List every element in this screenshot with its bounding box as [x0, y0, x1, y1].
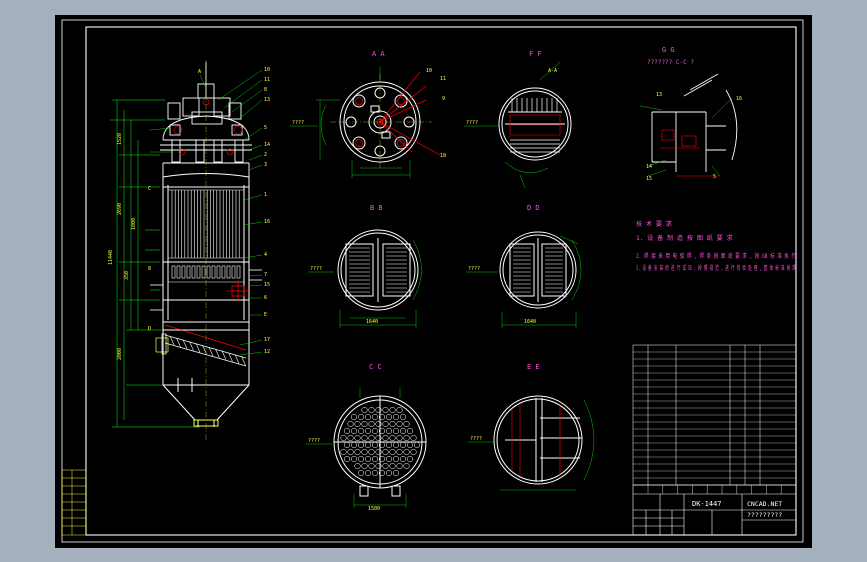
svg-text:1: 1	[264, 192, 267, 198]
svg-text:1640: 1640	[366, 319, 378, 325]
notes-line-3: 3. 设 备 安 装 后 进 行 试 压 , 按 照 规 范 , 进 行 检 验…	[636, 264, 796, 272]
section-e-e-title: E E	[527, 363, 540, 371]
svg-text:A: A	[198, 69, 201, 75]
svg-text:2690: 2690	[117, 203, 123, 215]
svg-text:15: 15	[646, 176, 652, 182]
svg-text:C: C	[148, 186, 151, 192]
drawing-inner-frame	[85, 26, 797, 536]
section-b-b-view: B B ???? 1640	[308, 204, 422, 328]
svg-text:3: 3	[264, 162, 267, 168]
svg-text:????: ????	[292, 120, 304, 126]
svg-text:11: 11	[264, 77, 270, 83]
margin-revision-strip	[61, 469, 87, 536]
svg-text:E: E	[264, 312, 267, 318]
svg-text:16: 16	[264, 219, 270, 225]
section-b-b-title: B B	[370, 204, 383, 212]
vessel-screw-flights	[169, 335, 246, 366]
section-c-c-title: C C	[369, 363, 382, 371]
svg-text:????: ????	[466, 120, 478, 126]
svg-text:13: 13	[264, 97, 270, 103]
svg-text:????: ????	[308, 438, 320, 444]
svg-text:13: 13	[656, 92, 662, 98]
vessel-callout-leaders	[149, 69, 263, 356]
svg-text:8: 8	[264, 87, 267, 93]
section-g-g-subtitle: ??????? C-C ?	[647, 59, 694, 66]
svg-text:15: 15	[264, 282, 270, 288]
section-d-d-view: D D ???? 1640	[466, 204, 582, 328]
svg-text:1800: 1800	[131, 218, 137, 230]
svg-text:1520: 1520	[117, 133, 123, 145]
svg-text:10: 10	[264, 67, 270, 73]
svg-text:6: 6	[264, 295, 267, 301]
vessel-cone-bottom	[162, 60, 250, 440]
svg-text:2000: 2000	[117, 348, 123, 360]
svg-text:16: 16	[736, 96, 742, 102]
section-f-f-view: F F A-A ????	[464, 50, 572, 189]
section-a-a-view: A A	[290, 50, 446, 178]
svg-text:11440: 11440	[108, 250, 114, 265]
svg-text:11: 11	[440, 76, 446, 82]
site-name: CNCAD.NET	[747, 500, 782, 508]
svg-text:18: 18	[440, 153, 446, 159]
vessel-tube-bundle	[168, 189, 244, 259]
section-e-e-view: E E ????	[468, 363, 595, 491]
vessel-dimension-lines	[110, 99, 200, 428]
svg-text:12: 12	[264, 349, 270, 355]
notes-heading: 技 术 要 求	[636, 220, 672, 228]
drawing-number: DK-1447	[692, 500, 722, 508]
svg-text:5: 5	[713, 174, 716, 180]
title-block	[632, 484, 797, 536]
svg-text:D: D	[148, 326, 151, 332]
svg-text:14: 14	[646, 164, 652, 170]
drawing-border	[61, 19, 804, 543]
svg-text:14: 14	[264, 142, 270, 148]
vessel-dimension-texts: 11440 1520 2690 2000 350 1800 8 C D	[108, 133, 151, 360]
svg-text:A-A: A-A	[548, 68, 557, 74]
section-g-g-title: G G	[662, 46, 675, 54]
svg-text:????: ????	[310, 266, 322, 272]
svg-text:10: 10	[426, 68, 432, 74]
svg-text:????: ????	[468, 266, 480, 272]
notes-line-2: 2. 焊 接 采 用 电 弧 焊 , 焊 条 按 图 纸 要 求 , 按 GB …	[636, 252, 796, 260]
drawing-name: ?????????	[747, 511, 782, 519]
svg-text:350: 350	[124, 271, 130, 280]
svg-text:1640: 1640	[524, 319, 536, 325]
section-c-c-view: C C ???? 1500	[306, 363, 427, 512]
section-a-a-title: A A	[372, 50, 385, 58]
svg-text:1500: 1500	[368, 506, 380, 512]
svg-text:4: 4	[264, 252, 267, 258]
parts-list-rows	[633, 351, 796, 479]
technical-notes: 技 术 要 求 1. 设 备 制 造 按 图 纸 要 求 2. 焊 接 采 用 …	[636, 220, 796, 272]
svg-text:2: 2	[264, 152, 267, 158]
section-d-d-title: D D	[527, 204, 540, 212]
section-g-g-view: G G ??????? C-C ?	[639, 46, 742, 182]
svg-text:7: 7	[264, 272, 267, 278]
section-f-f-title: F F	[529, 50, 542, 58]
title-block-header-cells	[647, 485, 797, 494]
drawing-sheet	[55, 15, 812, 548]
notes-line-1: 1. 设 备 制 造 按 图 纸 要 求	[636, 234, 733, 242]
svg-text:????: ????	[470, 436, 482, 442]
vessel-elevation-view: 11440 1520 2690 2000 350 1800 8 C D	[108, 60, 270, 440]
vessel-inclined-conveyor	[155, 324, 249, 367]
vessel-callout-numbers: A 10 11 8 13 5 14 2 3 1 16 4 7 15 6 E 17…	[198, 67, 270, 355]
svg-text:8: 8	[148, 266, 151, 272]
svg-text:9: 9	[442, 96, 445, 102]
svg-text:5: 5	[264, 125, 267, 131]
svg-text:17: 17	[264, 337, 270, 343]
